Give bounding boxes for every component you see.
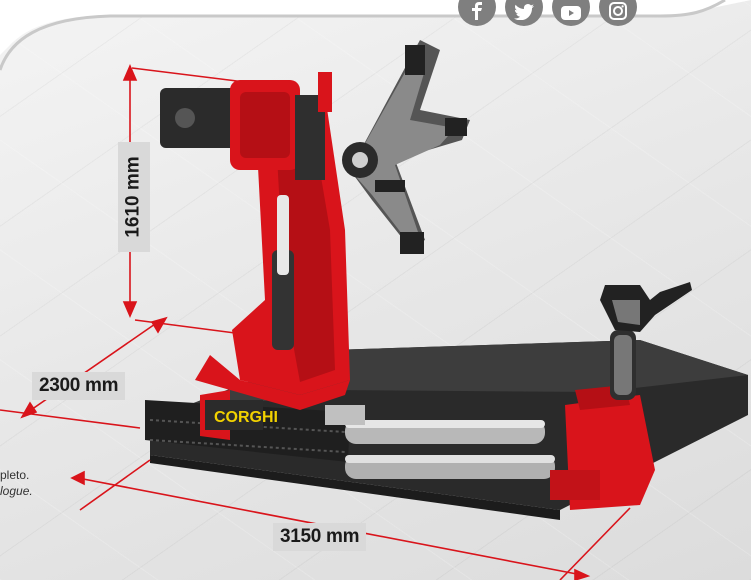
- caption-line-2: logue.: [0, 484, 33, 498]
- caption-line-1: pleto.: [0, 468, 30, 482]
- depth-dimension-label: 2300 mm: [32, 372, 126, 400]
- social-bar: [458, 0, 637, 26]
- caption-text: pleto. logue.: [0, 467, 33, 499]
- height-dimension-label: 1610 mm: [118, 142, 150, 252]
- width-dimension-label: 3150 mm: [273, 523, 367, 551]
- brand-logo: CORGHI: [214, 409, 278, 426]
